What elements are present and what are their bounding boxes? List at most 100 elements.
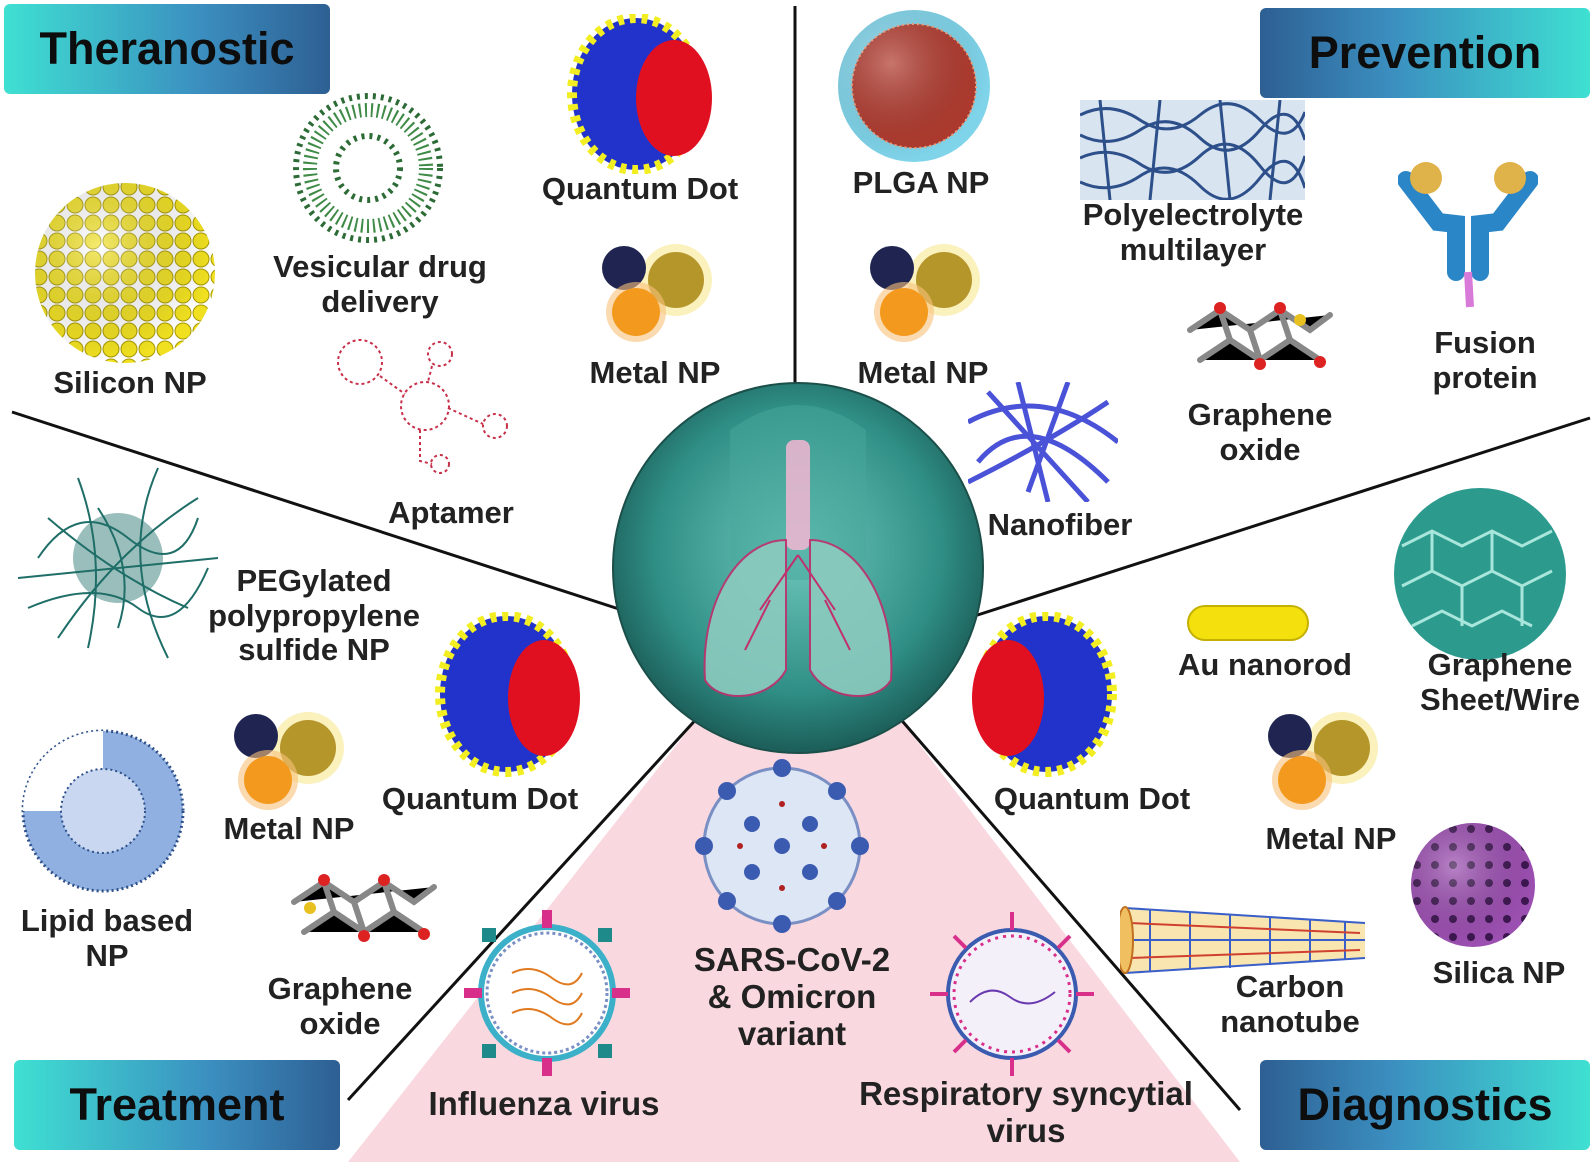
label-aptamer: Aptamer: [376, 495, 526, 531]
rsv-icon: [930, 912, 1094, 1076]
label-silica-np: Silica NP: [1414, 955, 1584, 991]
label-au-nanorod: Au nanorod: [1170, 647, 1360, 683]
label-peg-line2: polypropylene: [208, 597, 420, 633]
lipid-np-icon: [21, 729, 185, 893]
quantum-dot-diagnostics-icon: [972, 612, 1117, 777]
label-fusion-line2: protein: [1432, 359, 1538, 395]
label-metal-np-prevention-text: Metal NP: [857, 355, 989, 390]
metal-np-prevention-icon: [870, 244, 980, 342]
sars-cov-2-icon: [695, 759, 869, 933]
label-rsv-line2: virus: [986, 1111, 1066, 1149]
label-sars-line1: SARS-CoV-2: [693, 941, 891, 978]
label-quantum-dot-treatment-text: Quantum Dot: [381, 781, 579, 816]
badge-treatment-label: Treatment: [69, 1079, 285, 1130]
label-graphene-prevention-line1: Graphene: [1187, 397, 1333, 432]
badge-prevention: Prevention: [1260, 8, 1590, 98]
label-metal-np-treatment-text: Metal NP: [223, 811, 355, 846]
divider-right: [961, 416, 1591, 622]
silica-np-icon: [1411, 823, 1535, 947]
label-polyelectrolyte-line1: Polyelectrolyte: [1082, 197, 1304, 232]
label-graphene-prevention-line2: oxide: [1219, 431, 1301, 467]
label-quantum-dot-diagnostics: Quantum Dot: [982, 781, 1202, 817]
label-influenza-text: Influenza virus: [428, 1085, 660, 1122]
label-polyelectrolyte-multilayer: Polyelectrolyte multilayer: [1068, 197, 1318, 267]
label-metal-np-theranostic: Metal NP: [570, 355, 740, 391]
label-vesicular-line1: Vesicular drug: [273, 249, 487, 284]
label-lipid-line2: NP: [85, 937, 129, 973]
influenza-virus-icon: [464, 910, 630, 1076]
lungs-circle: [612, 382, 984, 754]
metal-np-diagnostics-icon: [1268, 712, 1378, 810]
label-carbon-line1: Carbon: [1235, 969, 1345, 1004]
label-silicon-np-text: Silicon NP: [53, 365, 207, 400]
carbon-nanotube-icon: [1120, 906, 1366, 974]
label-polyelectrolyte-line2: multilayer: [1119, 231, 1267, 267]
label-graphene-treatment-line2: oxide: [299, 1005, 381, 1041]
nanofiber-icon: [968, 382, 1118, 502]
label-aptamer-text: Aptamer: [388, 495, 514, 530]
divider-bottom-right: [895, 714, 1242, 1111]
label-graphene-treatment-line1: Graphene: [267, 971, 413, 1006]
au-nanorod-icon: [1187, 605, 1309, 641]
label-au-nanorod-text: Au nanorod: [1178, 647, 1352, 682]
fusion-protein-icon: [1398, 162, 1538, 308]
label-vesicular-drug-delivery: Vesicular drug delivery: [250, 249, 510, 319]
label-plga-np-text: PLGA NP: [852, 165, 990, 200]
quantum-dot-icon: [567, 14, 712, 174]
label-silica-np-text: Silica NP: [1432, 955, 1566, 990]
label-graphene-sheet-wire: Graphene Sheet/Wire: [1410, 647, 1590, 717]
label-peg-line1: PEGylated: [236, 563, 392, 598]
badge-theranostic: Theranostic: [4, 4, 330, 94]
vesicle-icon: [293, 93, 443, 243]
divider-bottom-left: [346, 713, 702, 1102]
aptamer-icon: [337, 339, 508, 474]
label-sars-line2: & Omicron: [707, 977, 877, 1015]
graphene-oxide-prevention-icon: [1187, 302, 1333, 370]
label-quantum-dot-treatment: Quantum Dot: [370, 781, 590, 817]
label-graphene-oxide-prevention: Graphene oxide: [1170, 397, 1350, 467]
metal-np-icon: [602, 244, 712, 342]
label-nanofiber-text: Nanofiber: [987, 507, 1133, 542]
label-nanofiber: Nanofiber: [972, 507, 1148, 543]
label-carbon-nanotube: Carbon nanotube: [1200, 969, 1380, 1039]
label-peg-np: PEGylated polypropylene sulfide NP: [194, 563, 434, 668]
quantum-dot-treatment-icon: [435, 612, 580, 777]
label-fusion-line1: Fusion: [1434, 325, 1536, 360]
label-silicon-np: Silicon NP: [30, 365, 230, 401]
polyelectrolyte-icon: [1080, 100, 1305, 200]
label-sars-cov-2: SARS-CoV-2 & Omicron variant: [672, 941, 912, 1053]
label-vesicular-line2: delivery: [321, 283, 439, 319]
label-graphene-sheet-line1: Graphene: [1427, 647, 1573, 682]
label-quantum-dot-theranostic-text: Quantum Dot: [541, 171, 739, 206]
label-lipid-line1: Lipid based: [20, 903, 194, 938]
label-lipid-np: Lipid based NP: [12, 903, 202, 973]
label-plga-np: PLGA NP: [846, 165, 996, 201]
badge-theranostic-label: Theranostic: [39, 23, 295, 74]
metal-np-treatment-icon: [234, 712, 344, 810]
label-rsv-line1: Respiratory syncytial: [859, 1075, 1193, 1112]
label-metal-np-prevention: Metal NP: [838, 355, 1008, 391]
label-graphene-sheet-line2: Sheet/Wire: [1420, 681, 1580, 717]
graphene-oxide-treatment-icon: [291, 874, 437, 942]
silicon-np-icon: [35, 183, 215, 363]
label-metal-np-theranostic-text: Metal NP: [589, 355, 721, 390]
label-fusion-protein: Fusion protein: [1410, 325, 1560, 395]
badge-diagnostics: Diagnostics: [1260, 1060, 1590, 1150]
label-rsv: Respiratory syncytial virus: [836, 1075, 1216, 1150]
label-sars-line3: variant: [737, 1014, 847, 1052]
label-metal-np-diagnostics: Metal NP: [1246, 821, 1416, 857]
label-graphene-oxide-treatment: Graphene oxide: [250, 971, 430, 1041]
graphene-sheet-icon: [1394, 488, 1566, 660]
label-peg-line3: sulfide NP: [238, 632, 390, 668]
label-quantum-dot-theranostic: Quantum Dot: [530, 171, 750, 207]
badge-diagnostics-label: Diagnostics: [1297, 1079, 1553, 1130]
label-carbon-line2: nanotube: [1220, 1003, 1360, 1039]
badge-prevention-label: Prevention: [1308, 27, 1542, 78]
divider-left: [11, 410, 623, 612]
label-influenza-virus: Influenza virus: [404, 1085, 684, 1123]
badge-treatment: Treatment: [14, 1060, 340, 1150]
plga-np-icon: [838, 10, 990, 162]
label-metal-np-diagnostics-text: Metal NP: [1265, 821, 1397, 856]
label-quantum-dot-diagnostics-text: Quantum Dot: [993, 781, 1191, 816]
